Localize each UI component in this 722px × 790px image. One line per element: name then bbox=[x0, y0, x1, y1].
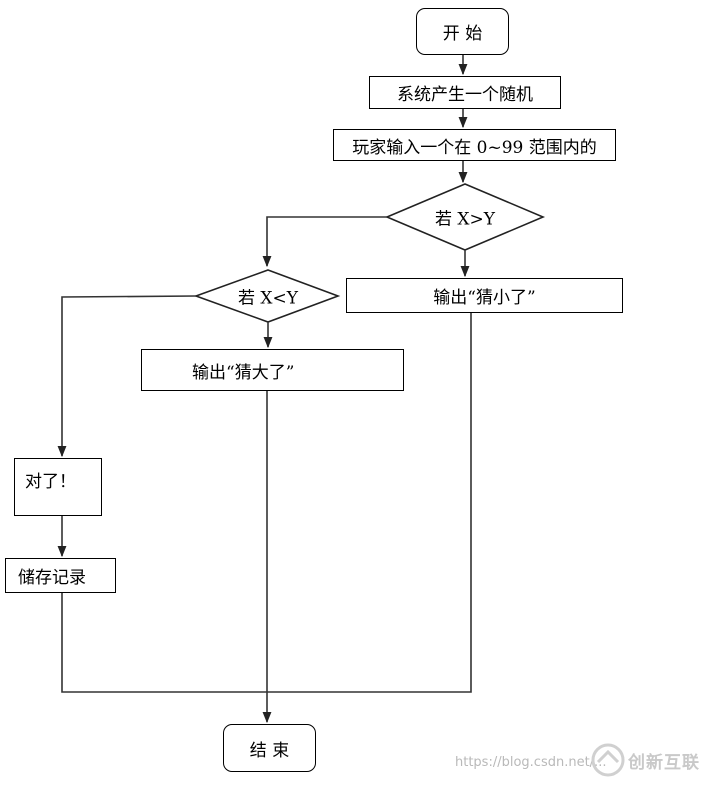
output-big-node: 输出“猜大了” bbox=[141, 349, 404, 391]
output-big-label: 输出“猜大了” bbox=[192, 362, 295, 383]
correct-label: 对了！ bbox=[25, 472, 76, 492]
start-node: 开 始 bbox=[416, 8, 509, 55]
player-input-node: 玩家输入一个在 0~99 范围内的 bbox=[333, 129, 616, 161]
player-input-label: 玩家输入一个在 0~99 范围内的 bbox=[352, 137, 597, 158]
generate-random-node: 系统产生一个随机 bbox=[369, 76, 561, 109]
watermark-logo-icon bbox=[591, 743, 625, 777]
arrow-decision2-to-correct bbox=[57, 295, 197, 458]
decision-x-lt-y-label: 若 X<Y bbox=[238, 288, 298, 309]
correct-node: 对了！ bbox=[14, 458, 102, 516]
start-label: 开 始 bbox=[442, 24, 483, 44]
end-node: 结 束 bbox=[223, 724, 316, 772]
generate-random-label: 系统产生一个随机 bbox=[397, 85, 533, 105]
save-record-node: 储存记录 bbox=[5, 558, 116, 593]
end-label: 结 束 bbox=[249, 740, 290, 761]
line-save-to-merge bbox=[61, 592, 267, 693]
watermark-logo-text: 创新互联 bbox=[628, 753, 700, 773]
line-output-small-to-merge bbox=[267, 312, 472, 693]
output-small-node: 输出“猜小了” bbox=[346, 278, 623, 313]
decision-x-gt-y-label: 若 X>Y bbox=[435, 209, 495, 230]
arrow-decision1-to-decision2 bbox=[262, 216, 387, 268]
output-small-label: 输出“猜小了” bbox=[433, 288, 536, 308]
save-record-label: 储存记录 bbox=[18, 568, 86, 588]
watermark-url: https://blog.csdn.net/... bbox=[455, 755, 607, 770]
